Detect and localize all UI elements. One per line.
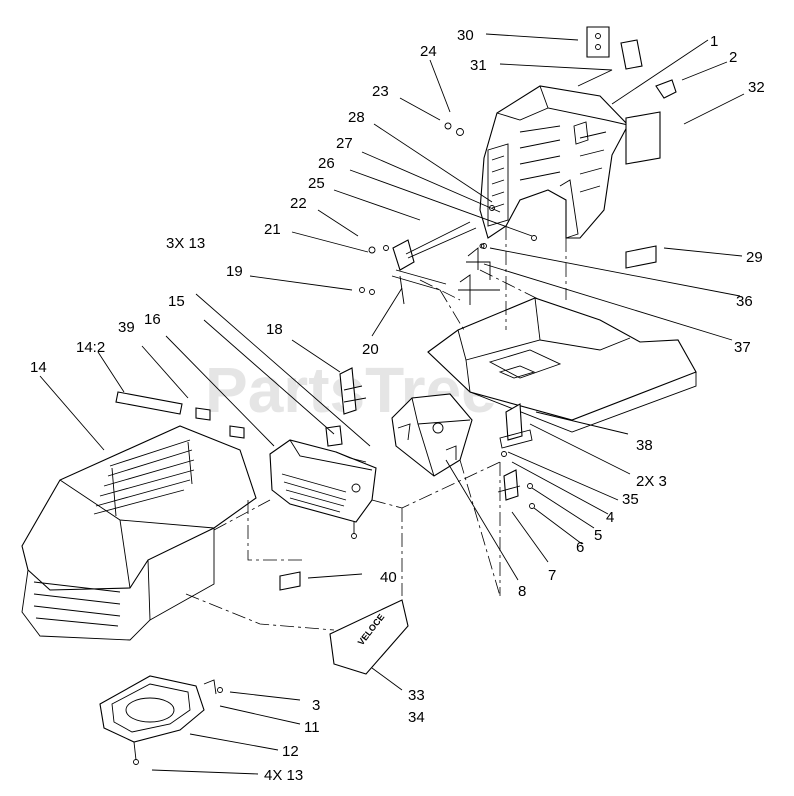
callout-36: 36 <box>736 293 753 310</box>
callout-25: 25 <box>308 175 325 192</box>
callout-4: 4 <box>606 509 614 526</box>
callout-20: 20 <box>362 341 379 358</box>
callout-3: 3 <box>312 697 320 714</box>
bracket-18 <box>339 367 367 415</box>
seat-support <box>458 247 500 305</box>
footrest-pan <box>427 297 697 433</box>
callout-39: 39 <box>118 319 135 336</box>
callout-38: 38 <box>636 437 653 454</box>
dash-console <box>269 425 377 539</box>
small-parts-right <box>479 243 535 509</box>
callout-19: 19 <box>226 263 243 280</box>
cup-holder <box>99 675 223 765</box>
decal-32 <box>625 111 661 165</box>
callout-28: 28 <box>348 109 365 126</box>
callout-24: 24 <box>420 43 437 60</box>
side-decal: VELOCE <box>329 599 409 675</box>
callout-4x13: 4X 13 <box>264 767 303 784</box>
callout-1: 1 <box>710 33 718 50</box>
dash-bracket <box>391 393 473 477</box>
washers-23-24 <box>444 122 464 136</box>
callout-2: 2 <box>729 49 737 66</box>
decal-30 <box>586 26 610 58</box>
callout-12: 12 <box>282 743 299 760</box>
callout-33: 33 <box>408 687 425 704</box>
pedal-bracket <box>499 403 533 449</box>
callout-35: 35 <box>622 491 639 508</box>
rear-fender <box>479 85 629 239</box>
callout-18: 18 <box>266 321 283 338</box>
leader-lines <box>39 33 745 775</box>
callout-22: 22 <box>290 195 307 212</box>
callout-14: 14 <box>30 359 47 376</box>
control-assembly <box>359 221 477 305</box>
decals-39 <box>195 407 245 439</box>
callout-21: 21 <box>264 221 281 238</box>
callout-29: 29 <box>746 249 763 266</box>
callout-32: 32 <box>748 79 765 96</box>
callout-23: 23 <box>372 83 389 100</box>
callout-15: 15 <box>168 293 185 310</box>
knob-2 <box>655 79 677 99</box>
fasteners-26-28 <box>481 205 537 249</box>
callout-26: 26 <box>318 155 335 172</box>
callout-16: 16 <box>144 311 161 328</box>
callout-5: 5 <box>594 527 602 544</box>
callout-34: 34 <box>408 709 425 726</box>
callout-27: 27 <box>336 135 353 152</box>
assembly-lines <box>185 226 567 631</box>
callout-8: 8 <box>518 583 526 600</box>
callout-30: 30 <box>457 27 474 44</box>
callout-6: 6 <box>576 539 584 556</box>
hood <box>21 425 257 641</box>
callout-7: 7 <box>548 567 556 584</box>
decal-29 <box>625 245 657 269</box>
callout-31: 31 <box>470 57 487 74</box>
callout-11: 11 <box>304 719 320 736</box>
callout-14-2: 14:2 <box>76 339 105 356</box>
callout-3x13: 3X 13 <box>166 235 205 252</box>
decal-40 <box>279 571 301 591</box>
callout-40: 40 <box>380 569 397 586</box>
callout-2x3: 2X 3 <box>636 473 667 490</box>
hood-trim-14-2 <box>115 391 183 415</box>
callout-labels: 30 31 1 2 32 24 23 28 27 26 25 22 21 29 … <box>30 27 765 784</box>
callout-37: 37 <box>734 339 751 356</box>
decal-31 <box>620 39 643 70</box>
